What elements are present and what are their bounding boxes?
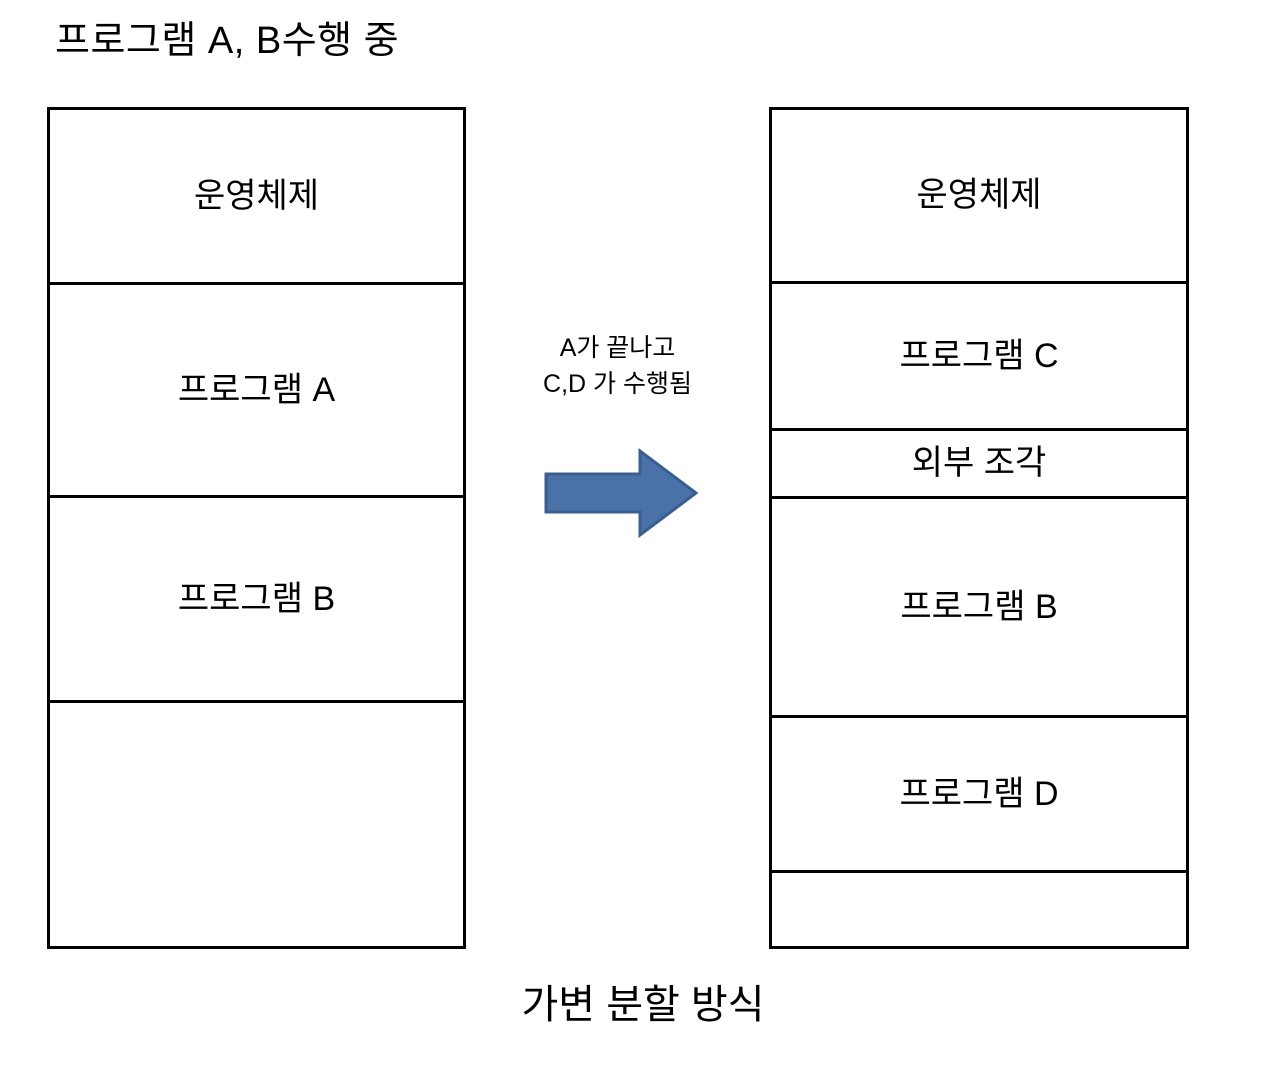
memory-before-row-label: 프로그램 A — [177, 370, 336, 409]
memory-after-row-label: 외부 조각 — [911, 444, 1047, 483]
transition-group: A가 끝나고 C,D 가 수행됨 — [466, 330, 769, 560]
page-title: 프로그램 A, B수행 중 — [55, 20, 400, 62]
memory-after-row-free-space-5 — [772, 873, 1186, 946]
memory-after-row-1: 프로그램 C — [772, 284, 1186, 431]
memory-after-row-label: 프로그램 C — [899, 336, 1059, 375]
memory-after-row-3: 프로그램 B — [772, 499, 1186, 718]
memory-before-row-0: 운영체제 — [50, 110, 463, 285]
transition-caption: A가 끝나고 C,D 가 수행됨 — [466, 330, 769, 402]
memory-before-row-2: 프로그램 B — [50, 498, 463, 703]
memory-before-row-label: 운영체제 — [193, 176, 320, 215]
memory-before-row-free-space-3 — [50, 703, 463, 946]
memory-after-row-label: 운영체제 — [916, 176, 1042, 215]
memory-after-row-4: 프로그램 D — [772, 718, 1186, 874]
right-arrow-icon — [544, 448, 699, 538]
memory-before-row-label: 프로그램 B — [177, 579, 336, 618]
diagram-caption: 가변 분할 방식 — [521, 983, 765, 1027]
transition-caption-line-1: A가 끝나고 — [559, 334, 676, 362]
memory-after-row-2: 외부 조각 — [772, 431, 1186, 499]
memory-after-row-0: 운영체제 — [772, 110, 1186, 284]
memory-before-row-1: 프로그램 A — [50, 285, 463, 498]
transition-caption-line-2: C,D 가 수행됨 — [543, 370, 692, 398]
memory-after-row-label: 프로그램 B — [900, 587, 1058, 626]
memory-after-row-label: 프로그램 D — [899, 774, 1059, 813]
